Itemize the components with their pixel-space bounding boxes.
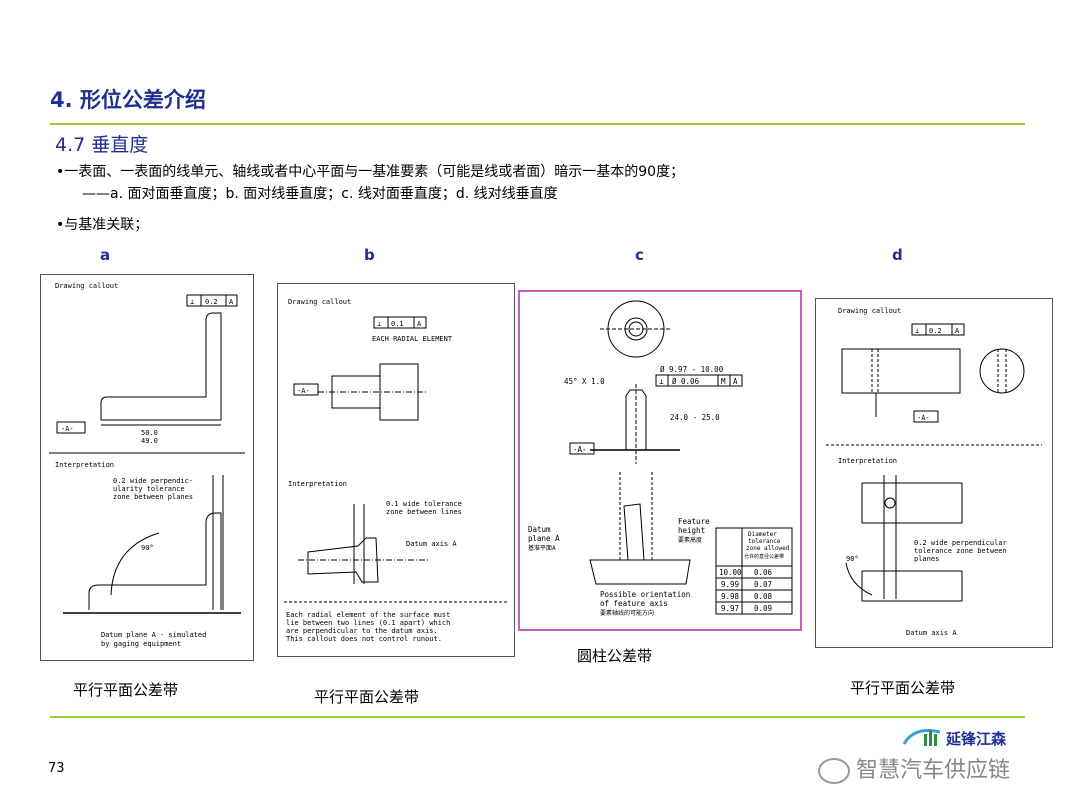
- datum-label: -A-: [297, 387, 310, 395]
- top-rule: [50, 123, 1025, 125]
- callout-label: Drawing callout: [838, 307, 901, 315]
- caption-a: 平行平面公差带: [73, 681, 179, 699]
- page-number: 73: [48, 761, 65, 776]
- table-cell: 0.07: [754, 580, 772, 589]
- fcf-symbol: ⊥: [659, 377, 664, 386]
- caption-b: 平行平面公差带: [314, 688, 420, 706]
- bullet-2: •与基准关联；: [56, 217, 149, 233]
- logo-icon: [902, 729, 941, 746]
- table-cell: 0.06: [754, 568, 773, 577]
- interpretation-label: Interpretation: [288, 480, 347, 488]
- fcf-tolerance: 0.2: [205, 298, 218, 306]
- figure-panel-b: Drawing callout ⊥ 0.1 A EACH RADIAL ELEM…: [277, 283, 515, 657]
- table-cell: 9.97: [721, 604, 739, 613]
- note-line-1: 0.2 wide perpendicular: [914, 539, 1007, 547]
- figure-panel-a: Drawing callout ⊥ 0.2 A -A- 50.0 49.0 In…: [40, 274, 254, 661]
- note-line-2: ularity tolerance: [113, 485, 185, 493]
- figure-letter-c: c: [635, 246, 644, 264]
- dim-upper: 50.0: [141, 429, 158, 437]
- table-head-cn: 允许的直径公差带: [744, 553, 784, 560]
- interpretation-label: Interpretation: [55, 461, 114, 469]
- orientation-label-cn: 要素轴线的可能方向: [600, 609, 654, 617]
- table-head-1: Diameter: [748, 531, 777, 538]
- radial-element-label: EACH RADIAL ELEMENT: [372, 335, 453, 343]
- note-line-3: planes: [914, 555, 939, 563]
- fcf-symbol: ⊥: [915, 327, 919, 335]
- figure-letter-d: d: [892, 246, 903, 264]
- fcf-tolerance: 0.1: [391, 320, 404, 328]
- table-head-2: tolerance: [748, 538, 781, 545]
- bottom-rule: [50, 716, 1025, 718]
- caption-c: 圆柱公差带: [577, 647, 653, 665]
- callout-label: Drawing callout: [55, 282, 118, 290]
- slide-heading: 4. 形位公差介绍: [50, 88, 206, 112]
- foot-line-1: Each radial element of the surface must: [286, 611, 450, 619]
- dim-lower: 49.0: [141, 437, 158, 445]
- watermark: 智慧汽车供应链: [818, 752, 1010, 784]
- table-cell: 10.00: [719, 568, 742, 577]
- caption-d: 平行平面公差带: [850, 679, 956, 697]
- figure-letter-a: a: [100, 246, 111, 264]
- table-head-3: zone allowed: [746, 545, 790, 552]
- bullet-1: •一表面、一表面的线单元、轴线或者中心平面与一基准要素（可能是线或者面）暗示一基…: [56, 164, 685, 180]
- chamfer-dim: 45° X 1.0: [564, 377, 605, 386]
- datum-note-1: Datum plane A - simulated: [101, 631, 206, 639]
- figure-panel-c: Ø 9.97 - 10.00 ⊥ Ø 0.06 M A 45° X 1.0 24…: [518, 290, 802, 631]
- datum-plane-label-cn: 基准平面A: [528, 544, 556, 552]
- watermark-text: 智慧汽车供应链: [856, 758, 1011, 783]
- datum-axis-label: Datum axis A: [406, 540, 457, 548]
- callout-label: Drawing callout: [288, 298, 351, 306]
- figure-panel-d: Drawing callout ⊥ 0.2 A -A- Interpretati…: [815, 298, 1053, 648]
- diameter-dim: Ø 9.97 - 10.00: [660, 365, 724, 374]
- note-line-2: tolerance zone between: [914, 547, 1007, 555]
- feature-height-label-2: height: [678, 526, 705, 535]
- bullet-1-continued: ——a. 面对面垂直度；b. 面对线垂直度；c. 线对面垂直度；d. 线对线垂直…: [82, 186, 558, 202]
- foot-line-4: This callout does not control runout.: [286, 635, 442, 643]
- datum-label: -A-: [573, 445, 587, 454]
- wechat-icon: [818, 758, 850, 784]
- feature-height-label-1: Feature: [678, 517, 710, 526]
- foot-line-3: are perpendicular to the datum axis.: [286, 627, 438, 635]
- angle-label: 90°: [141, 544, 154, 552]
- fcf-tolerance: 0.2: [929, 327, 942, 335]
- figure-letter-b: b: [364, 246, 375, 264]
- fcf-tolerance: Ø 0.06: [672, 377, 700, 386]
- fcf-datum: A: [955, 327, 960, 335]
- height-dim: 24.0 - 25.0: [670, 413, 720, 422]
- foot-line-2: lie between two lines (0.1 apart) which: [286, 619, 450, 627]
- fcf-symbol: ⊥: [190, 298, 194, 306]
- datum-plane-label-1: Datum: [528, 525, 551, 534]
- slide-subheading: 4.7 垂直度: [55, 134, 149, 156]
- datum-plane-label-2: plane A: [528, 534, 560, 543]
- datum-label: -A-: [917, 414, 930, 422]
- datum-label: -A-: [61, 425, 74, 433]
- note-line-2: zone between lines: [386, 508, 462, 516]
- brand-name: 延锋江森: [946, 730, 1007, 748]
- angle-label: 90°: [846, 555, 859, 563]
- note-line-1: 0.1 wide tolerance: [386, 500, 462, 508]
- fcf-datum: A: [229, 298, 234, 306]
- note-line-1: 0.2 wide perpendic-: [113, 477, 193, 485]
- fcf-datum: A: [733, 377, 738, 386]
- interpretation-label: Interpretation: [838, 457, 897, 465]
- fcf-modifier: M: [721, 377, 726, 386]
- datum-note-2: by gaging equipment: [101, 640, 181, 648]
- feature-height-label-cn: 要素高度: [678, 536, 702, 544]
- table-cell: 9.98: [721, 592, 740, 601]
- orientation-label-1: Possible orientation: [600, 590, 690, 599]
- fcf-datum: A: [417, 320, 422, 328]
- note-line-3: zone between planes: [113, 493, 193, 501]
- table-cell: 9.99: [721, 580, 739, 589]
- company-logo: 延锋江森: [900, 722, 1030, 752]
- table-cell: 0.09: [754, 604, 772, 613]
- datum-axis-label: Datum axis A: [906, 629, 957, 637]
- orientation-label-2: of feature axis: [600, 599, 668, 608]
- table-cell: 0.08: [754, 592, 773, 601]
- fcf-symbol: ⊥: [377, 320, 381, 328]
